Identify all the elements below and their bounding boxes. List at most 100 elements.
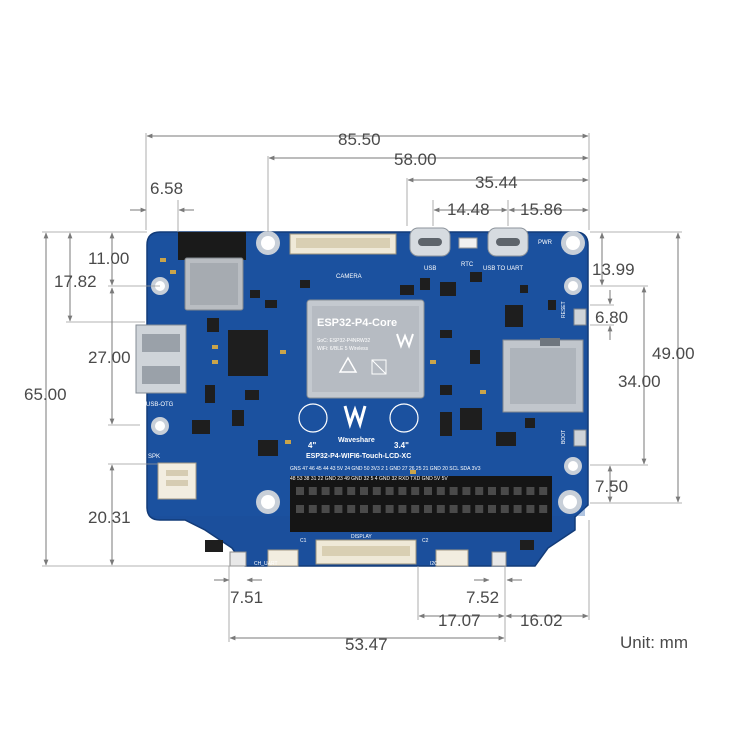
mounting-hole	[564, 277, 582, 295]
usb-label: USB	[424, 266, 436, 272]
waveshare-logo: Waveshare	[338, 405, 375, 444]
header-pin	[424, 487, 432, 495]
i2c-label: I2C	[430, 561, 438, 567]
header-pin	[308, 505, 317, 513]
dim-right-hole: 49.00	[652, 344, 695, 363]
module-soc: SoC: ESP32-P4NRW32	[317, 338, 370, 344]
mounting-hole	[564, 457, 582, 475]
header-pin	[449, 487, 458, 495]
size-circle-left: 4"	[298, 403, 328, 450]
esp32-module: ESP32-P4-Core SoC: ESP32-P4NRW32 WiFi: 6…	[306, 299, 425, 399]
mounting-hole	[256, 231, 280, 255]
mic-right	[491, 551, 507, 567]
header-pin	[488, 487, 496, 495]
dim-uart-to-right: 15.86	[520, 200, 563, 219]
module-title: ESP32-P4-Core	[317, 317, 397, 329]
header-pin	[385, 505, 394, 513]
dim-bottom-left: 7.51	[230, 588, 263, 607]
header-bottom-labels: 48 53 38 31 22 GND 23 49 GND 32 5 4 GND …	[290, 476, 448, 482]
usb-uart-port: USB TO UART	[483, 227, 529, 272]
header-pin	[424, 505, 432, 513]
dim-sd-slot: 34.00	[618, 372, 661, 391]
module-wifi: WiFi: 6/BLE 5 Wireless	[317, 346, 369, 352]
header-pin	[488, 505, 496, 513]
header-top-labels: GNS 47 46 45 44 43 5V 24 GND 50 3V3 2 1 …	[290, 466, 481, 472]
extension-lines	[42, 133, 682, 642]
header-pin	[321, 505, 330, 513]
dim-bottom-conn-span: 17.07	[438, 611, 481, 630]
header-pin	[449, 505, 458, 513]
header-pin	[526, 505, 535, 513]
header-pin	[347, 487, 356, 495]
dim-left-hole: 17.82	[54, 272, 97, 291]
mounting-hole	[561, 231, 585, 255]
usb-uart-label: USB TO UART	[483, 266, 523, 272]
header-pin	[372, 505, 381, 513]
header-pin	[296, 505, 304, 513]
header-pin	[513, 487, 522, 495]
camera-connector: CAMERA	[289, 233, 397, 280]
size-34-label: 3.4"	[394, 441, 409, 450]
mounting-hole	[558, 490, 582, 514]
header-pin	[334, 505, 343, 513]
header-pin	[296, 487, 304, 495]
header-pin	[526, 487, 535, 495]
dim-usb-spacing: 14.48	[447, 200, 490, 219]
wifi-module	[178, 232, 246, 311]
dim-usb-to-right: 35.44	[475, 173, 518, 192]
brand-label: Waveshare	[338, 437, 375, 444]
header-pin	[475, 487, 484, 495]
header-pin	[436, 487, 445, 495]
header-pin	[372, 487, 381, 495]
sd-card-slot	[502, 338, 584, 413]
reset-button: RESET	[561, 301, 587, 326]
header-pin	[436, 505, 445, 513]
header-pin	[462, 505, 471, 513]
display-label: DISPLAY	[351, 534, 372, 540]
unit-label: Unit: mm	[620, 633, 688, 652]
ch-uart-label: CH_UART	[254, 561, 278, 567]
header-pin	[347, 505, 356, 513]
ch-uart-connector: CH_UART	[254, 549, 299, 567]
display-connector: DISPLAY	[315, 534, 417, 565]
mounting-hole	[256, 490, 280, 514]
header-pin	[334, 487, 343, 495]
mounting-hole	[151, 417, 169, 435]
header-pin	[462, 487, 471, 495]
header-pin	[475, 505, 484, 513]
boot-button: BOOT	[561, 429, 587, 447]
model-label: ESP32-P4-WIFI6-Touch-LCD-XC	[306, 453, 411, 460]
dim-boot: 7.50	[595, 477, 628, 496]
boot-label: BOOT	[561, 430, 567, 444]
rtc-connector: RTC	[458, 237, 478, 268]
reset-label: RESET	[561, 301, 567, 318]
i2c-connector: I2C	[430, 549, 469, 567]
usb-otg-port: USB-OTG	[135, 324, 187, 408]
header-pin	[360, 487, 368, 495]
header-pin	[360, 505, 368, 513]
c1-label: C1	[300, 538, 307, 544]
components	[192, 272, 556, 552]
header-pin	[500, 487, 509, 495]
dim-bottom-right-spacing: 7.52	[466, 588, 499, 607]
dim-overall-height: 65.00	[24, 385, 67, 404]
dim-top-hole: 11.00	[88, 249, 129, 268]
header-pin	[398, 505, 407, 513]
mic-left	[229, 551, 247, 567]
header-pin	[321, 487, 330, 495]
usb-otg-label: USB-OTG	[146, 402, 174, 408]
spk-label: SPK	[148, 454, 160, 460]
header-pin	[513, 505, 522, 513]
dim-spk: 20.31	[88, 508, 131, 527]
header-pin	[385, 487, 394, 495]
pwr-label: PWR	[538, 240, 553, 246]
rtc-label: RTC	[461, 262, 474, 268]
header-pin	[539, 505, 548, 513]
size-4-label: 4"	[308, 441, 316, 450]
c2-label: C2	[422, 538, 429, 544]
header-pin	[308, 487, 317, 495]
header-pin	[539, 487, 548, 495]
header-pin	[398, 487, 407, 495]
camera-label: CAMERA	[336, 274, 362, 280]
